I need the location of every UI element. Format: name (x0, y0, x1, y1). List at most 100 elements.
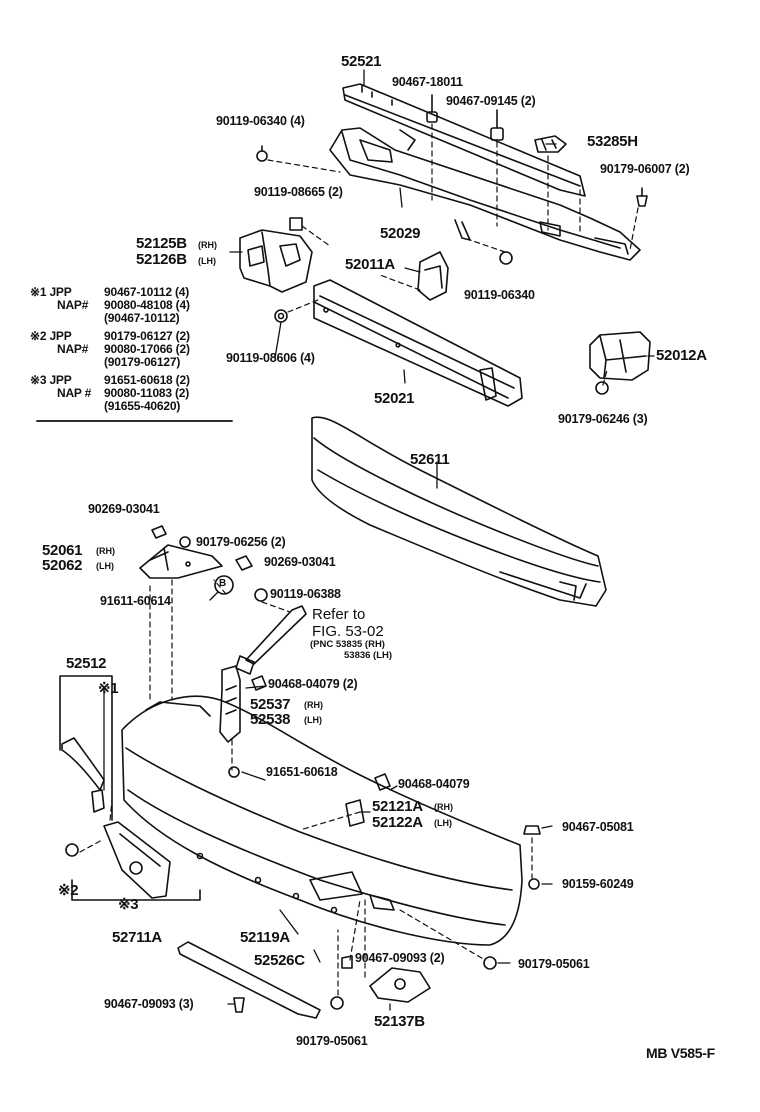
label-52119A: 52119A (240, 929, 290, 946)
note2-nap-value: 90080-17066 (2) (104, 342, 190, 356)
label-52611: 52611 (410, 451, 450, 468)
label-52029: 52029 (380, 225, 421, 242)
nut-90179-06256 (179, 536, 191, 548)
label-90467-09145: 90467-09145 (2) (446, 94, 536, 108)
label-91611-60614: 91611-60614 (100, 594, 171, 608)
label-52021: 52021 (374, 390, 415, 407)
label-52537: 52537 (250, 696, 291, 713)
nut-90179-05061-b (330, 996, 344, 1010)
label-52061: 52061 (42, 542, 83, 559)
upper-bracket-52029 (329, 127, 641, 261)
note1-jpp-value: 90467-10112 (4) (104, 285, 190, 299)
label-52122A: 52122A (372, 814, 423, 831)
tag-lh-52122A: (LH) (434, 818, 452, 828)
retainer-52537 (219, 665, 241, 743)
nut-90179-06246 (595, 381, 609, 395)
tag-rh-52061: (RH) (96, 546, 115, 556)
label-90467-09093-3: 90467-09093 (3) (104, 997, 194, 1011)
label-90179-06007: 90179-06007 (2) (600, 162, 690, 176)
label-90269-03041-b: 90269-03041 (264, 555, 336, 569)
refer-pnc-1: (PNC 53835 (RH) (310, 639, 385, 650)
clip-90467-09093-2 (341, 955, 353, 969)
clip-90269-03041-b (235, 555, 253, 571)
fastener-90467-09145 (490, 109, 504, 141)
note1-alt: (90467-10112) (104, 311, 180, 325)
support-52061 (139, 544, 223, 579)
clip-52121A (345, 799, 365, 827)
nut-90468-04079 (374, 773, 391, 791)
label-52121A: 52121A (372, 798, 423, 815)
tag-rh-52125B: (RH) (198, 240, 217, 250)
label-90159-60249: 90159-60249 (562, 877, 634, 891)
tag-rh-52121A: (RH) (434, 802, 453, 812)
bolt-90119-08606 (274, 309, 288, 323)
note1-jpp: ※1 JPP (30, 285, 72, 299)
bolt-91651-60618 (228, 766, 240, 778)
label-52126B: 52126B (136, 251, 187, 268)
note3-alt: (91655-40620) (104, 399, 181, 413)
label-52538: 52538 (250, 711, 291, 728)
plate-52137B (369, 967, 431, 1003)
label-53285H: 53285H (587, 133, 638, 150)
fastener-marker-3 (129, 861, 143, 875)
label-90467-09093-2: 90467-09093 (2) (355, 951, 445, 965)
bolt-90119-06340 (499, 251, 513, 265)
nut-90468-04079-2 (251, 675, 267, 691)
label-90468-04079: 90468-04079 (398, 777, 470, 791)
dashed-leaders-upper (267, 123, 639, 386)
bumper-stay-rod (235, 605, 307, 675)
label-52512: 52512 (66, 655, 107, 672)
tag-lh-52126B: (LH) (198, 256, 216, 266)
label-52125B: 52125B (136, 235, 187, 252)
note3-jpp: ※3 JPP (30, 373, 72, 387)
note2-jpp: ※2 JPP (30, 329, 72, 343)
circle-letter-b: B (219, 578, 227, 589)
bolt-90467-09093-3 (233, 997, 245, 1013)
label-90119-08606: 90119-08606 (4) (226, 351, 315, 365)
note2-alt: (90179-06127) (104, 355, 181, 369)
side-molding-52512 (59, 675, 113, 821)
bracket-52711A-leader (71, 879, 201, 901)
marker-2: ※2 (58, 882, 79, 899)
reinforcement-52021 (313, 279, 523, 407)
bumper-cover-52119A (121, 695, 523, 946)
bolt-90119-08665 (289, 217, 303, 231)
bracket-52012A (589, 331, 651, 381)
fastener-90179-06007 (636, 187, 648, 207)
label-52062: 52062 (42, 557, 83, 574)
label-52526C: 52526C (254, 952, 305, 969)
bolt-90119-06340-4 (256, 145, 268, 162)
side-bracket-52125B (239, 229, 313, 293)
label-52711A: 52711A (112, 929, 162, 946)
bolt-90119-06388 (254, 588, 268, 602)
tag-rh-52537: (RH) (304, 700, 323, 710)
footer-code: MB V585-F (646, 1045, 715, 1061)
note2-nap: NAP# (57, 342, 89, 356)
fastener-90467-18011 (426, 94, 438, 123)
note2-jpp-value: 90179-06127 (2) (104, 329, 190, 343)
label-leaders (103, 69, 655, 1011)
nut-90179-05061-r (483, 956, 497, 970)
label-90119-08665: 90119-08665 (2) (254, 185, 343, 199)
reinforcement-bar-52521 (342, 83, 586, 197)
circle-b-91611-60614 (214, 575, 234, 595)
note3-nap: NAP # (57, 386, 92, 400)
note1-nap-value: 90080-48108 (4) (104, 298, 190, 312)
label-52011A: 52011A (345, 256, 395, 273)
label-90179-06246: 90179-06246 (3) (558, 412, 648, 426)
label-90119-06340-4: 90119-06340 (4) (216, 114, 305, 128)
note3-nap-value: 90080-11083 (2) (104, 386, 190, 400)
refer-fig-text: FIG. 53-02 (312, 623, 384, 640)
stay-52011A (417, 251, 449, 301)
fastener-marker-2 (65, 843, 79, 857)
reinforcement-52526C (177, 941, 321, 1019)
label-91651-60618: 91651-60618 (266, 765, 338, 779)
retainer-52711A (103, 821, 171, 899)
clip-90467-05081 (523, 825, 541, 835)
refer-pnc-2: 53836 (LH) (344, 650, 393, 661)
label-90179-05061-b: 90179-05061 (296, 1034, 368, 1048)
clip-90269-03041-a (151, 525, 167, 539)
label-90179-06256: 90179-06256 (2) (196, 535, 286, 549)
tag-lh-52538: (LH) (304, 715, 322, 725)
